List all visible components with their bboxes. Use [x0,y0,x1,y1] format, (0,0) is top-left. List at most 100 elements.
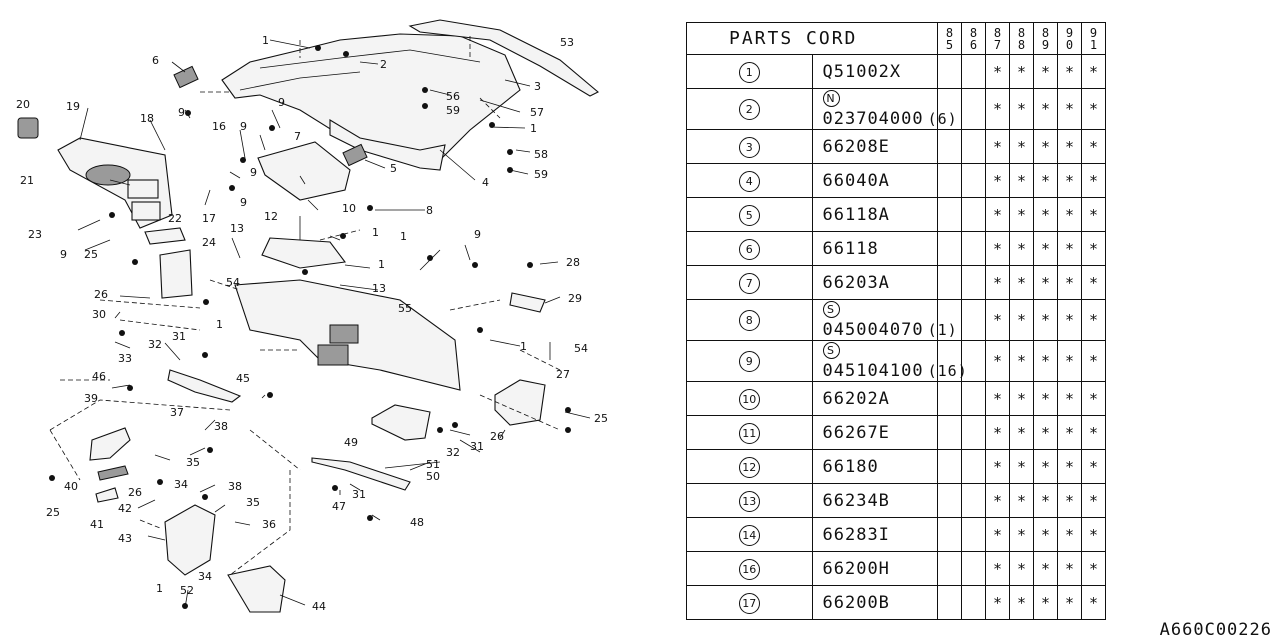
dash-pad [221,33,521,166]
label-18: 18 [140,112,154,125]
ref-number-cell: 1 [686,54,813,89]
fasteners [49,45,571,609]
label-38a: 38 [214,420,228,433]
trim-strip-49 [311,457,411,491]
callout-labels: 1 2 3 4 5 6 7 8 9 9 9 9 9 9 9 10 12 13 1… [16,34,608,613]
label-34a: 34 [174,478,188,491]
label-24: 24 [202,236,216,249]
year-applicability-cell [961,129,986,164]
year-applicability-cell [937,231,962,266]
year-applicability-cell: * [1057,231,1082,266]
year-applicability-cell: * [985,483,1010,518]
year-applicability-cell: * [1081,340,1106,382]
year-applicability-cell: * [985,585,1010,620]
year-applicability-cell: * [1033,340,1058,382]
ref-number-cell: 16 [686,551,813,586]
part-code-cell: 66118 [811,231,938,266]
year-applicability-cell: * [1081,415,1106,450]
label-8: 8 [426,204,433,217]
ref-number: 13 [738,490,760,512]
vent-5 [342,143,368,167]
year-applicability-cell: * [1057,88,1082,130]
part-40 [97,465,129,481]
label-52: 52 [180,584,194,597]
label-47: 47 [332,500,346,513]
ref-number-cell: 4 [686,163,813,198]
year-applicability-cell [937,129,962,164]
year-applicability-cell: * [1081,88,1106,130]
part-code: 66283I [822,524,890,545]
label-51: 51 [426,458,440,471]
diagram-canvas: 1 2 3 4 5 6 7 8 9 9 9 9 9 9 9 10 12 13 1… [16,19,608,613]
label-1d: 1 [378,258,385,271]
label-1a: 1 [262,34,269,47]
year-applicability-cell [961,197,986,232]
label-36: 36 [262,518,276,531]
ref-number-cell: 8 [686,299,813,341]
year-applicability-cell [937,381,962,416]
year-applicability-cell [937,163,962,198]
year-applicability-cell: * [985,231,1010,266]
year-applicability-cell [937,197,962,232]
ref-number: 8 [738,310,760,331]
year-applicability-cell: * [1057,483,1082,518]
label-35a: 35 [186,456,200,469]
year-applicability-cell: * [1081,449,1106,484]
trim-33 [167,369,242,403]
year-applicability-cell: * [1057,381,1082,416]
year-applicability-cell [961,517,986,552]
part-code-cell: 66180 [811,449,938,484]
year-applicability-cell [961,585,986,620]
year-applicability-cell: * [1081,231,1106,266]
label-55: 55 [398,302,412,315]
year-applicability-cell: * [1009,340,1034,382]
year-applicability-cell [961,231,986,266]
part-code: 66267E [822,422,890,443]
year-applicability-cell: * [1009,197,1034,232]
label-40: 40 [64,480,78,493]
year-applicability-cell: * [1009,415,1034,450]
lower-cover-43 [164,504,216,576]
label-31b: 31 [470,440,484,453]
part-code-cell: 66040A [811,163,938,198]
ref-number: 9 [738,351,760,372]
part-code: 045104100 [822,361,924,381]
part-code: 66234B [822,490,890,511]
year-applicability-cell: * [1081,551,1106,586]
year-applicability-cell: * [1009,299,1034,341]
year-applicability-cell: * [1033,129,1058,164]
label-20: 20 [16,98,30,111]
year-applicability-cell: * [1081,585,1106,620]
label-48: 48 [410,516,424,529]
label-1g: 1 [216,318,223,331]
label-25c: 25 [46,506,60,519]
part-code-cell: 66203A [811,265,938,300]
lower-panel-12 [261,237,347,269]
year-applicability-cell: * [1057,551,1082,586]
year-applicability-cell: * [1033,415,1058,450]
glove-box-44 [227,565,286,613]
label-12: 12 [264,210,278,223]
ref-number: 17 [738,592,760,614]
label-43: 43 [118,532,132,545]
part-code: 045004070 [822,320,924,340]
label-10: 10 [342,202,356,215]
year-applicability-cell: * [1033,551,1058,586]
label-46: 46 [92,370,106,383]
part-51 [371,404,431,441]
year-applicability-cell [937,415,962,450]
year-applicability-cell: * [1033,299,1058,341]
label-32b: 32 [446,446,460,459]
year-applicability-cell: * [985,415,1010,450]
